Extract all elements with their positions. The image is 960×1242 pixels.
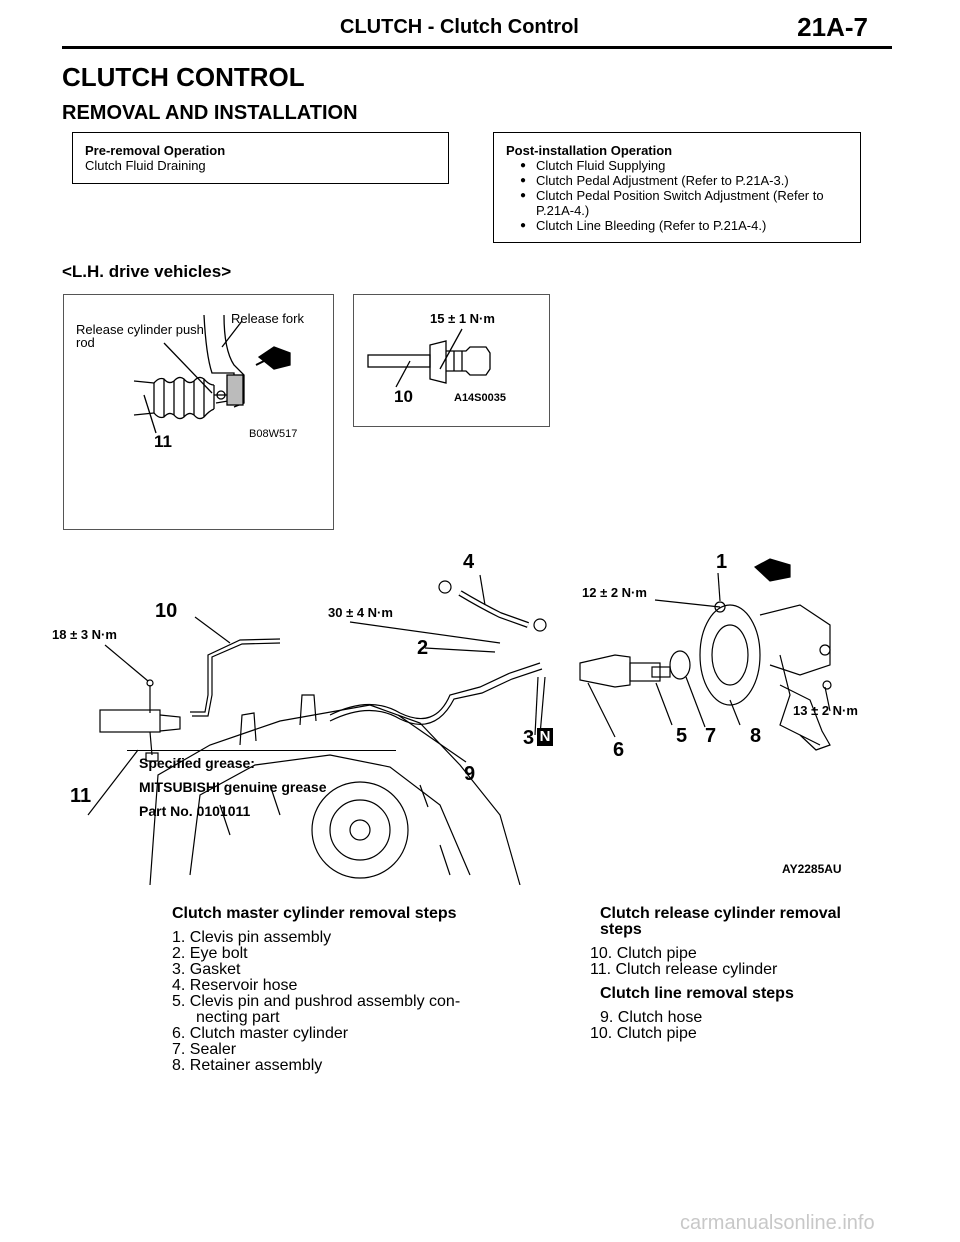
callout-8: 8 — [750, 725, 762, 747]
callout-11: 11 — [154, 432, 172, 451]
step-item: 10. Clutch pipe — [590, 1025, 697, 1042]
step-item: 11. Clutch release cylinder — [590, 961, 778, 978]
step-item: 10. Clutch pipe — [590, 945, 697, 962]
post-item: Clutch Fluid Supplying — [506, 158, 852, 173]
page-number: 21A-7 — [797, 12, 868, 42]
callout-9: 9 — [464, 763, 476, 785]
new-part-badge: N — [537, 728, 553, 746]
callout-4: 4 — [463, 551, 475, 573]
grease-note: Specified grease: MITSUBISHI genuine gre… — [127, 750, 396, 824]
callout-6: 6 — [613, 739, 625, 761]
steps-heading: Clutch master cylinder removal steps — [172, 905, 457, 922]
grease-line: Specified grease: — [139, 755, 255, 771]
step-item: 9. Clutch hose — [600, 1009, 703, 1026]
release-cylinder-steps: Clutch release cylinder removal steps 10… — [590, 906, 850, 1042]
callout-1: 1 — [716, 551, 728, 573]
post-installation-box: Post-installation Operation Clutch Fluid… — [493, 132, 861, 243]
page-header-title: CLUTCH - Clutch Control — [340, 16, 579, 38]
callout-10: 10 — [155, 600, 178, 622]
step-item: 8. Retainer assembly — [172, 1057, 323, 1074]
torque-18: 18 ± 3 N·m — [52, 627, 117, 642]
release-fork-label: Release fork — [231, 311, 304, 326]
step-item: 6. Clutch master cylinder — [172, 1025, 349, 1042]
pre-removal-item: Clutch Fluid Draining — [85, 158, 206, 173]
figure-code: AY2285AU — [782, 862, 842, 876]
step-item: 2. Eye bolt — [172, 945, 248, 962]
figure-code: A14S0035 — [454, 392, 506, 404]
post-installation-title: Post-installation Operation — [506, 143, 673, 158]
callout-7: 7 — [705, 725, 717, 747]
grease-line: Part No. 0101011 — [139, 803, 251, 819]
vehicle-variant-heading: <L.H. drive vehicles> — [62, 262, 232, 281]
torque-30: 30 ± 4 N·m — [328, 605, 393, 620]
detail-figure-release-fork: Release cylinder push rod Release fork 1… — [63, 294, 396, 819]
post-item: Clutch Pedal Adjustment (Refer to P.21A-… — [506, 173, 852, 188]
step-item: 5. Clevis pin and pushrod assembly con- … — [172, 993, 461, 1026]
step-item: 1. Clevis pin assembly — [172, 929, 332, 946]
master-cylinder-steps: Clutch master cylinder removal steps 1. … — [172, 906, 472, 1074]
torque-spec: 15 ± 1 N·m — [430, 311, 495, 326]
step-item: 3. Gasket — [172, 961, 241, 978]
release-fork-drawing — [133, 314, 291, 434]
section-title: CLUTCH CONTROL — [62, 62, 305, 92]
callout-5: 5 — [676, 725, 688, 747]
steps-heading: Clutch line removal steps — [600, 985, 794, 1002]
step-item: 4. Reservoir hose — [172, 977, 298, 994]
post-item: Clutch Line Bleeding (Refer to P.21A-4.) — [506, 218, 852, 233]
callout-10: 10 — [394, 387, 413, 406]
pre-removal-box: Pre-removal Operation Clutch Fluid Drain… — [72, 132, 449, 184]
clutch-assembly-drawing — [87, 558, 832, 885]
callout-3: 3 — [523, 727, 535, 749]
torque-12: 12 ± 2 N·m — [582, 585, 647, 600]
callout-11: 11 — [70, 785, 92, 807]
step-item: 7. Sealer — [172, 1041, 237, 1058]
detail-figure-clutch-pipe: 15 ± 1 N·m 10 A14S0035 — [353, 294, 550, 427]
grease-line: MITSUBISHI genuine grease — [139, 779, 327, 795]
push-rod-label: Release cylinder push rod — [76, 322, 204, 350]
pipe-fitting-drawing — [367, 328, 491, 388]
figure-code: B08W517 — [249, 428, 298, 440]
header-rule — [62, 46, 892, 49]
pre-removal-title: Pre-removal Operation — [85, 143, 226, 158]
watermark: carmanualsonline.info — [680, 1212, 875, 1234]
steps-heading: Clutch release cylinder removal steps — [600, 905, 841, 938]
section-subtitle: REMOVAL AND INSTALLATION — [62, 102, 358, 124]
post-item: Clutch Pedal Position Switch Adjustment … — [506, 188, 852, 218]
callout-2: 2 — [417, 637, 429, 659]
torque-13: 13 ± 2 N·m — [793, 703, 858, 718]
main-exploded-figure: 1 2 3 N 4 5 6 7 8 9 10 11 18 ± 3 N·m 30 … — [40, 545, 890, 885]
